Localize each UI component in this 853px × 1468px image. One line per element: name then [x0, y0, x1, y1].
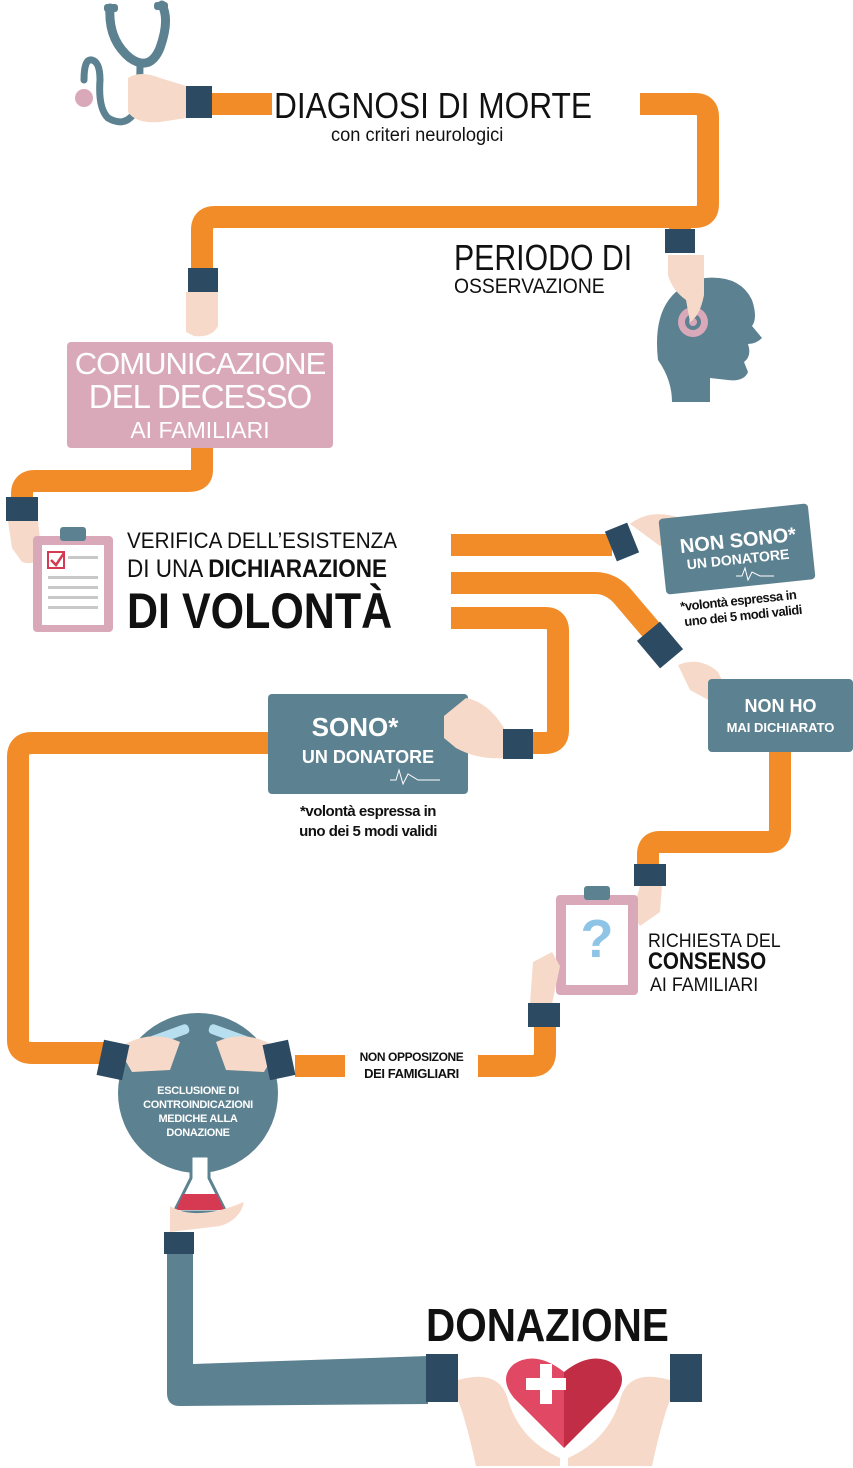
clipboard-question-icon — [556, 886, 638, 995]
richiesta-line3: AI FAMILIARI — [650, 975, 759, 996]
richiesta-line1: RICHIESTA DEL — [648, 931, 781, 952]
verifica-line2-regular: DI UNA — [127, 555, 209, 583]
verifica-line1: VERIFICA DELL’ESISTENZA — [127, 528, 398, 553]
sono-line2: UN DONATORE — [301, 747, 435, 767]
cuff-donazione-left — [426, 1354, 458, 1402]
non-opposizione-line2: DEI FAMIGLIARI — [364, 1066, 459, 1081]
comunicazione-line3: AI FAMILIARI — [130, 417, 270, 443]
donazione-title: DONAZIONE — [426, 1299, 669, 1351]
hand-icon — [632, 886, 662, 926]
hand-icon — [444, 698, 504, 759]
sono-note1: *volontà espressa in — [300, 803, 436, 820]
diagnosi-title: DIAGNOSI DI MORTE — [274, 85, 593, 126]
pipe-non-ho-to-richiesta — [637, 752, 791, 866]
hand-icon — [170, 1202, 244, 1232]
hand-icon — [530, 952, 560, 1004]
pipe-diagnosi-to-periodo — [191, 93, 719, 268]
heart-cross-icon — [506, 1358, 622, 1448]
head-icon — [656, 277, 762, 402]
comunicazione-line2: DEL DECESSO — [88, 378, 313, 415]
esclusione-line2: CONTROINDICAZIONI — [143, 1099, 253, 1111]
sono-line1: SONO* — [311, 712, 399, 742]
non-ho-box — [708, 679, 853, 752]
non-ho-line1: NON HO — [744, 696, 817, 716]
esclusione-line1: ESCLUSIONE DI — [157, 1085, 239, 1097]
cuff-exclusion-left — [96, 1039, 130, 1081]
cuff-sono — [503, 729, 533, 759]
non-opposizione-line1: NON OPPOSIZONE — [359, 1050, 464, 1064]
pipe-richiesta-to-exclusion — [478, 1026, 556, 1077]
verifica-line2-bold: DICHIARAZIONE — [208, 555, 388, 583]
signature-icon — [736, 566, 774, 582]
slate-pipe — [167, 1254, 428, 1406]
hand-icon — [458, 1376, 560, 1466]
pipe-sono-to-exclusion — [7, 732, 268, 1064]
sono-card — [268, 694, 468, 794]
comunicazione-line1: COMUNICAZIONE — [74, 346, 327, 381]
periodo-line1: PERIODO DI — [454, 237, 633, 278]
hand-icon — [216, 1036, 278, 1072]
flask-icon — [171, 1154, 229, 1214]
cuff-flask — [164, 1232, 194, 1254]
periodo-line2: OSSERVAZIONE — [454, 275, 605, 298]
cuff-richiesta-top — [634, 864, 666, 886]
comunicazione-box — [67, 342, 333, 448]
diagnosi-subtitle: con criteri neurologici — [331, 125, 504, 146]
hand-icon — [186, 292, 218, 337]
cuff-comunicazione — [188, 268, 218, 292]
hand-icon — [128, 74, 212, 123]
question-mark-icon: ? — [580, 909, 614, 969]
cuff-exclusion-right — [262, 1039, 296, 1081]
verifica-line2: DI UNA DICHIARAZIONE — [127, 557, 387, 582]
cuff-periodo — [665, 229, 695, 253]
hand-icon — [668, 255, 704, 322]
cuff-non-sono — [604, 522, 640, 562]
cuff-donazione-right — [670, 1354, 702, 1402]
richiesta-line2: CONSENSO — [648, 948, 767, 975]
cuff-verifica — [6, 497, 38, 521]
pipe-comunicazione-out — [11, 448, 213, 505]
non-ho-line2: MAI DICHIARATO — [726, 720, 835, 735]
hand-icon — [568, 1376, 670, 1466]
flow-pipes — [7, 93, 791, 1077]
signature-icon — [390, 768, 440, 786]
esclusione-line4: DONAZIONE — [166, 1127, 230, 1139]
hand-icon — [118, 1036, 180, 1072]
cuff-non-ho — [636, 621, 684, 669]
pipe-to-non-ho — [451, 572, 667, 646]
non-sono-card — [658, 503, 816, 595]
cuff-richiesta-bottom — [528, 1003, 560, 1027]
verifica-line3: DI VOLONTÀ — [127, 583, 393, 639]
esclusione-line3: MEDICHE ALLA — [158, 1113, 238, 1125]
sono-note2: uno dei 5 modi validi — [299, 823, 437, 840]
clipboard-check-icon — [33, 527, 113, 632]
pipe-to-sono — [451, 607, 569, 754]
